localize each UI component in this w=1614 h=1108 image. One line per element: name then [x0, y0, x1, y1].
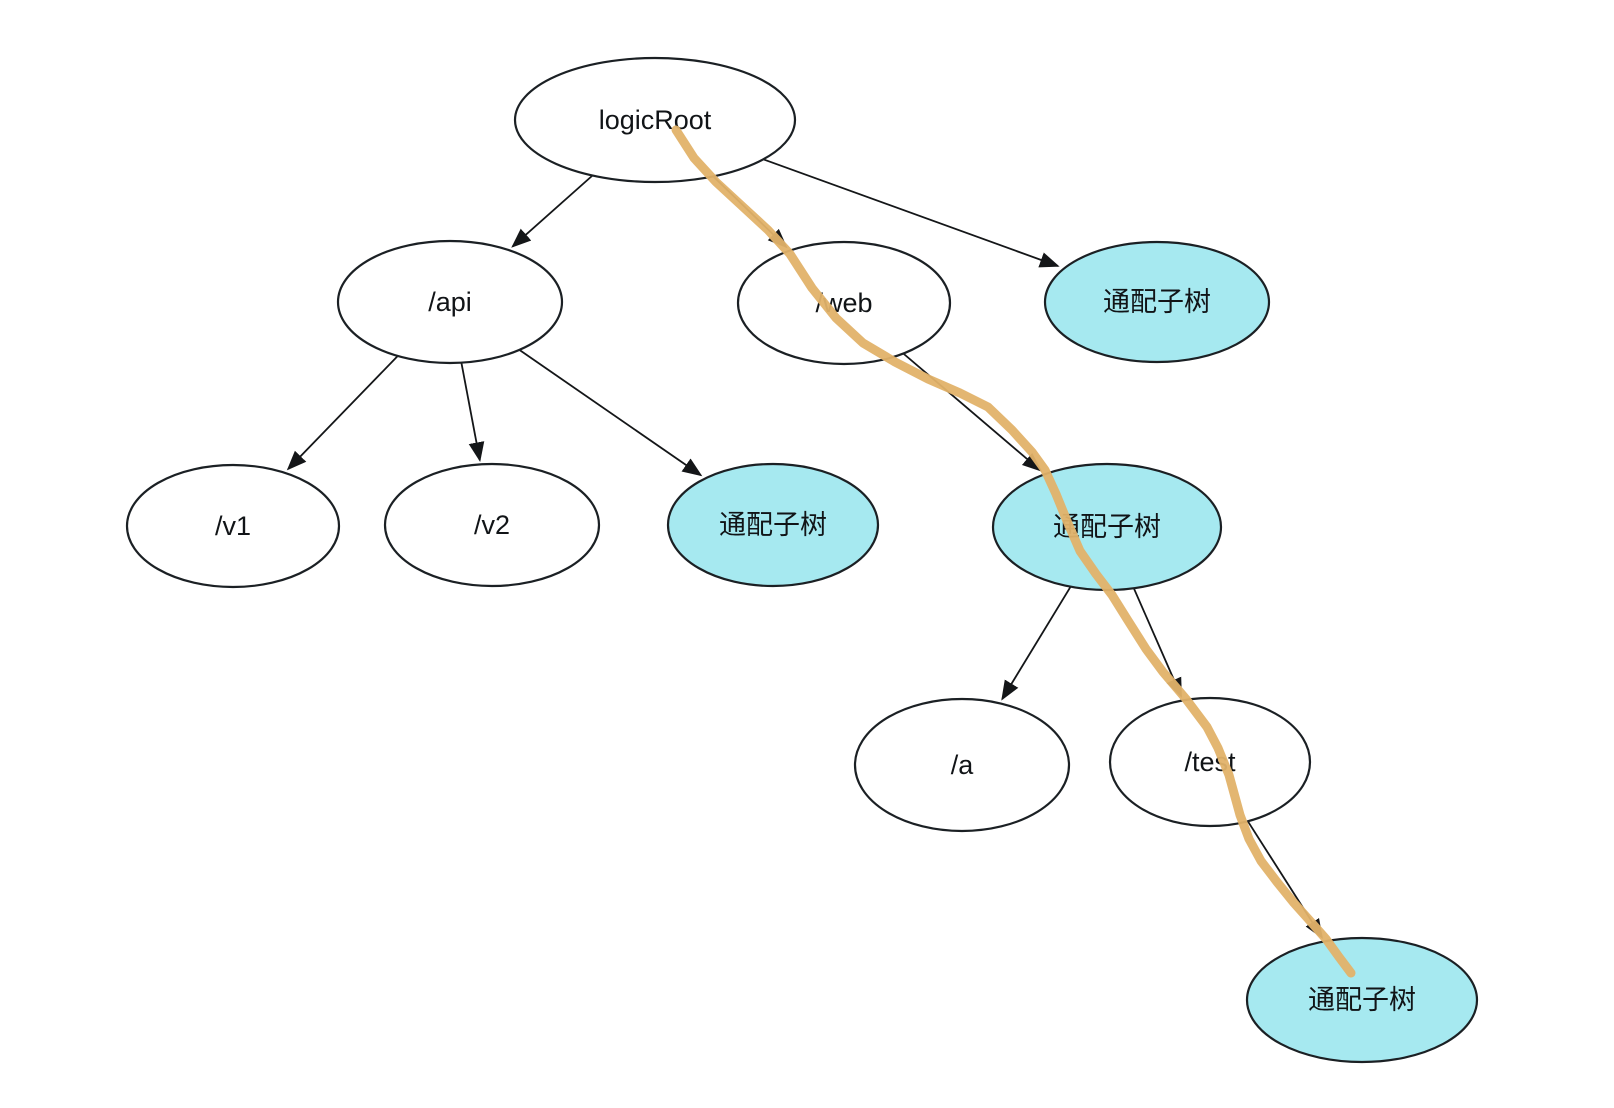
tree-node-web: /web [736, 240, 952, 366]
tree-node-wild4: 通配子树 [1245, 936, 1479, 1064]
edge-logicRoot-wild1 [762, 158, 1060, 268]
node-ellipse-logicRoot [513, 56, 797, 184]
tree-node-v1: /v1 [125, 463, 341, 589]
node-label-v2: /v2 [474, 510, 510, 540]
edge-web-wild3 [902, 352, 1043, 472]
edge-api-v1 [286, 355, 399, 471]
tree-node-logicRoot: logicRoot [513, 56, 797, 184]
tree-node-wild2: 通配子树 [666, 462, 880, 588]
node-ellipse-test [1108, 696, 1312, 828]
node-label-v1: /v1 [215, 511, 251, 541]
tree-node-wild3: 通配子树 [991, 462, 1223, 592]
edge-api-wild2 [518, 349, 703, 477]
tree-node-a: /a [853, 697, 1071, 833]
node-ellipse-web [736, 240, 952, 366]
edge-wild3-a [1001, 586, 1072, 701]
tree-node-v2: /v2 [383, 462, 601, 588]
node-label-logicRoot: logicRoot [599, 105, 712, 135]
edge-api-v2 [460, 362, 485, 463]
tree-node-api: /api [336, 239, 564, 365]
wildcard-subtree-ellipse-wild2 [666, 462, 880, 588]
node-ellipse-a [853, 697, 1071, 833]
wildcard-subtree-ellipse-wild1 [1043, 240, 1271, 364]
highlight-stroke [671, 125, 1356, 978]
node-label-a: /a [951, 750, 975, 780]
node-label-wild1: 通配子树 [1103, 287, 1211, 317]
node-label-wild2: 通配子树 [719, 510, 827, 540]
node-label-wild4: 通配子树 [1308, 985, 1416, 1015]
node-ellipse-api [336, 239, 564, 365]
node-ellipse-v2 [383, 462, 601, 588]
node-ellipse-v1 [125, 463, 341, 589]
tree-node-test: /test [1108, 696, 1312, 828]
tree-node-wild1: 通配子树 [1043, 240, 1271, 364]
node-label-api: /api [428, 287, 472, 317]
edge-logicRoot-api [511, 174, 594, 248]
wildcard-subtree-ellipse-wild4 [1245, 936, 1479, 1064]
